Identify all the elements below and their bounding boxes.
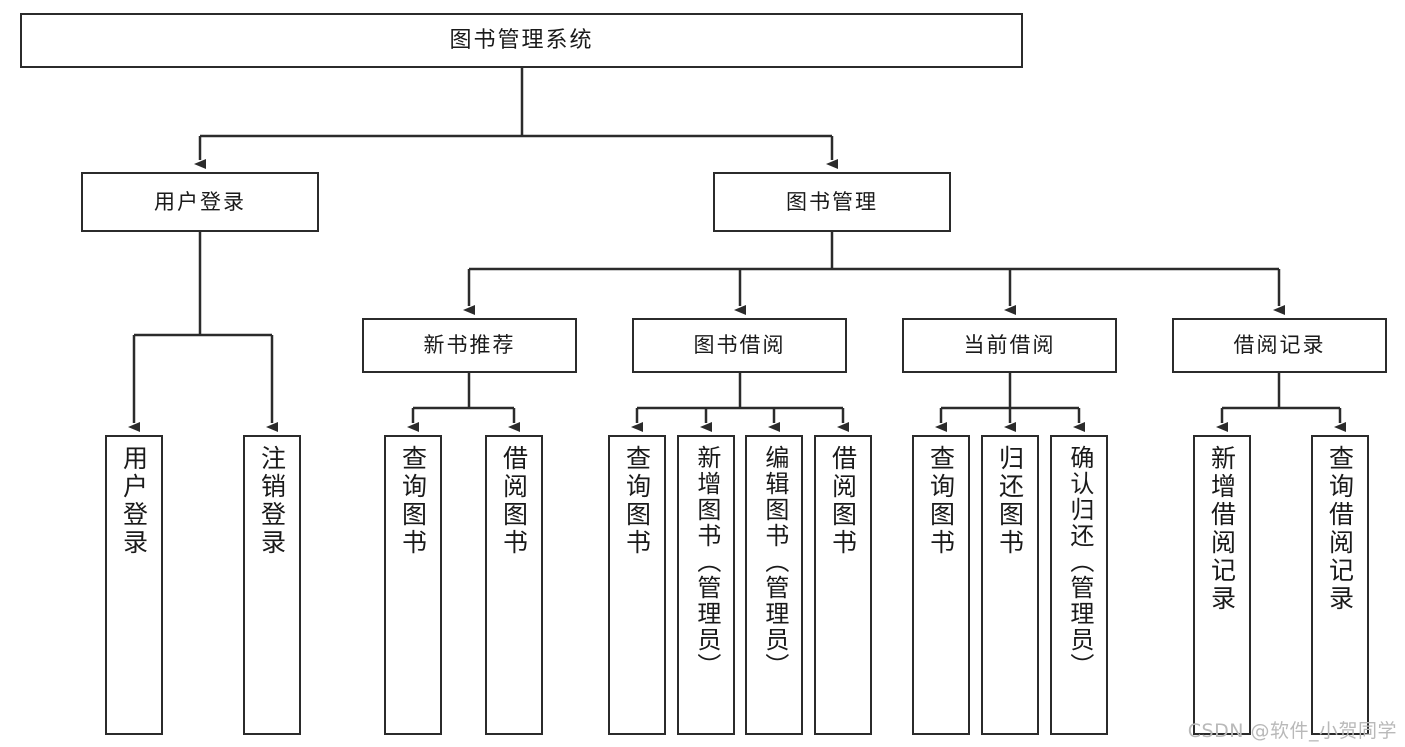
node-leaf-query-borrow-record[interactable]: 查询借阅记录 bbox=[1311, 435, 1369, 735]
node-leaf-query-book-current[interactable]: 查询图书 bbox=[912, 435, 970, 735]
node-leaf-add-borrow-record-label: 新增借阅记录 bbox=[1207, 445, 1237, 613]
node-leaf-confirm-return-admin[interactable]: 确认归还（管理员） bbox=[1050, 435, 1108, 735]
node-new-book-recommend[interactable]: 新书推荐 bbox=[362, 318, 577, 373]
node-leaf-user-login[interactable]: 用户登录 bbox=[105, 435, 163, 735]
node-root-label: 图书管理系统 bbox=[449, 27, 594, 53]
node-book-borrow[interactable]: 图书借阅 bbox=[632, 318, 847, 373]
node-leaf-return-book[interactable]: 归还图书 bbox=[981, 435, 1039, 735]
node-user-login-label: 用户登录 bbox=[154, 189, 246, 214]
node-leaf-borrow-book[interactable]: 借阅图书 bbox=[814, 435, 872, 735]
node-current-borrow[interactable]: 当前借阅 bbox=[902, 318, 1117, 373]
node-leaf-query-book-borrow[interactable]: 查询图书 bbox=[608, 435, 666, 735]
node-leaf-borrow-book-recommend[interactable]: 借阅图书 bbox=[485, 435, 543, 735]
node-book-management-label: 图书管理 bbox=[786, 189, 878, 214]
node-leaf-logout-label: 注销登录 bbox=[257, 445, 287, 557]
node-leaf-confirm-return-admin-label: 确认归还（管理员） bbox=[1065, 445, 1094, 679]
node-leaf-borrow-book-label: 借阅图书 bbox=[828, 445, 858, 557]
node-current-borrow-label: 当前借阅 bbox=[963, 333, 1056, 358]
node-leaf-add-borrow-record[interactable]: 新增借阅记录 bbox=[1193, 435, 1251, 735]
node-leaf-query-book-current-label: 查询图书 bbox=[926, 445, 956, 557]
node-leaf-user-login-label: 用户登录 bbox=[119, 445, 149, 557]
node-user-login[interactable]: 用户登录 bbox=[81, 172, 319, 232]
node-borrow-record-label: 借阅记录 bbox=[1233, 333, 1326, 358]
node-leaf-add-book-admin[interactable]: 新增图书（管理员） bbox=[677, 435, 735, 735]
node-book-management[interactable]: 图书管理 bbox=[713, 172, 951, 232]
node-leaf-add-book-admin-label: 新增图书（管理员） bbox=[692, 445, 721, 679]
node-leaf-query-borrow-record-label: 查询借阅记录 bbox=[1325, 445, 1355, 613]
node-leaf-query-book-recommend-label: 查询图书 bbox=[398, 445, 428, 557]
watermark: CSDN @软件_小贺同学 bbox=[1187, 720, 1397, 742]
node-root[interactable]: 图书管理系统 bbox=[20, 13, 1023, 68]
node-leaf-return-book-label: 归还图书 bbox=[995, 445, 1025, 557]
node-leaf-borrow-book-recommend-label: 借阅图书 bbox=[499, 445, 529, 557]
node-leaf-edit-book-admin[interactable]: 编辑图书（管理员） bbox=[745, 435, 803, 735]
node-leaf-logout[interactable]: 注销登录 bbox=[243, 435, 301, 735]
node-borrow-record[interactable]: 借阅记录 bbox=[1172, 318, 1387, 373]
node-leaf-edit-book-admin-label: 编辑图书（管理员） bbox=[760, 445, 789, 679]
node-new-book-recommend-label: 新书推荐 bbox=[423, 333, 516, 358]
node-leaf-query-book-recommend[interactable]: 查询图书 bbox=[384, 435, 442, 735]
node-book-borrow-label: 图书借阅 bbox=[693, 333, 786, 358]
node-leaf-query-book-borrow-label: 查询图书 bbox=[622, 445, 652, 557]
